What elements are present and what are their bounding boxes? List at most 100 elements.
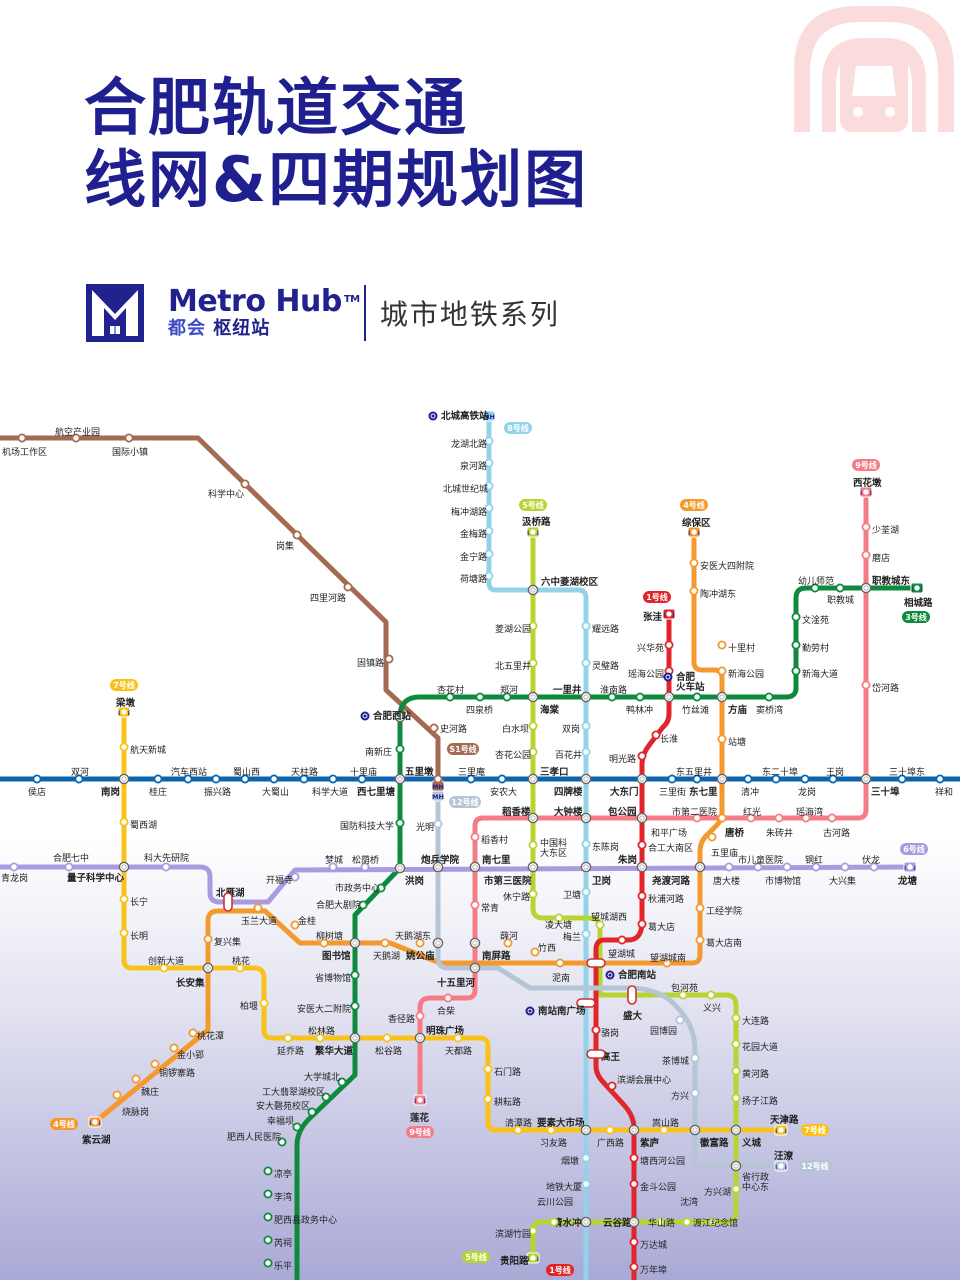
station[interactable]: 泉河路 [460, 458, 494, 472]
station[interactable]: 陶冲湖东 [689, 586, 736, 600]
station[interactable]: 梅兰 [563, 929, 591, 943]
station[interactable]: 天鹅湖东 [395, 930, 431, 942]
station[interactable]: 航天新城 [119, 742, 166, 756]
station[interactable]: 开福寺 [266, 872, 300, 886]
station[interactable]: 瑶海湾 [796, 806, 823, 823]
station[interactable]: 三十埠东 [889, 766, 925, 784]
station[interactable]: 松林路 [308, 1025, 335, 1043]
station[interactable]: 青龙岗 [1, 862, 28, 884]
station[interactable]: 量子科学中心 [67, 872, 125, 884]
station[interactable]: 蜀山西 [233, 767, 260, 784]
station[interactable]: 站塘 [717, 734, 746, 748]
station[interactable]: 地铁大厦 [546, 1179, 591, 1193]
station[interactable]: 大连路 [731, 1013, 769, 1027]
station[interactable]: 五里墩 [405, 766, 443, 784]
station[interactable]: 蜀西湖 [119, 817, 157, 831]
station[interactable]: 花园大道 [731, 1039, 778, 1053]
station[interactable]: 李湾 [263, 1189, 292, 1203]
station[interactable]: 少荃湖 [861, 522, 899, 536]
station[interactable]: 四泉桥 [466, 692, 493, 716]
station[interactable]: 红光 [743, 806, 761, 823]
station[interactable]: 合柴 [437, 993, 455, 1017]
station[interactable]: 勤劳村 [791, 640, 829, 654]
station[interactable]: 凉亭 [263, 1166, 292, 1180]
station[interactable]: 方兴 [671, 1088, 700, 1102]
station[interactable]: 包河苑 [671, 982, 698, 1000]
station[interactable]: 常青 [470, 900, 499, 914]
station[interactable]: 石门路 [483, 1064, 521, 1078]
station[interactable]: 合肥七中 [53, 852, 89, 872]
station[interactable]: 广西路 [597, 1125, 624, 1149]
station[interactable]: 安农大 [490, 774, 517, 798]
station[interactable]: 杏花村 [437, 684, 464, 702]
station[interactable]: 汪潦 [774, 1150, 794, 1171]
station[interactable]: 清潭路 [505, 1117, 532, 1135]
station[interactable]: 塘西河公园 [629, 1153, 685, 1167]
station[interactable]: 长淮 [651, 730, 678, 745]
station[interactable]: 金宁路 [460, 549, 494, 563]
station[interactable]: 嵩山路 [652, 1117, 679, 1135]
station[interactable]: 扬子江路 [731, 1093, 778, 1107]
station[interactable]: 中国科 [528, 837, 567, 850]
station[interactable]: 桃花潭 [188, 1028, 224, 1042]
station[interactable]: 张洼 [643, 609, 674, 623]
station[interactable]: 万达城 [629, 1237, 667, 1251]
station[interactable]: 灵璧路 [581, 658, 619, 672]
station[interactable]: 秋浦河路 [637, 891, 684, 905]
station[interactable]: 天鹅湖 [373, 938, 400, 962]
station[interactable]: 卫塘 [563, 887, 591, 901]
station[interactable]: 望湖城 [608, 935, 635, 960]
station[interactable]: 科学中心 [208, 479, 250, 500]
station[interactable]: 延乔路 [277, 1033, 304, 1057]
station[interactable]: 竹丝滩 [682, 692, 709, 716]
station[interactable]: 桂庄 [149, 774, 167, 798]
station[interactable]: 长宁 [119, 894, 148, 908]
station[interactable]: 大学城北 [304, 1071, 347, 1087]
station[interactable]: 复兴集 [203, 934, 241, 948]
station[interactable]: 窦桥湾 [756, 692, 783, 716]
station[interactable]: 云川公园 [537, 1197, 573, 1227]
station[interactable]: 朱砖井 [766, 813, 793, 839]
station[interactable]: 白水坝 [502, 721, 538, 735]
station[interactable]: 松荫桥 [352, 854, 379, 872]
station[interactable]: 龙塘 [897, 862, 918, 887]
station[interactable]: 莲花 [410, 1095, 430, 1124]
station[interactable]: 柳树塘 [316, 930, 343, 948]
station[interactable]: 工经学院 [695, 903, 742, 917]
station[interactable]: 三里庵 [458, 766, 485, 784]
station[interactable]: 安医大二附院 [297, 1001, 360, 1015]
station[interactable]: 兴华苑 [637, 640, 674, 654]
station[interactable]: 汽车西站 [171, 766, 207, 784]
station[interactable]: 和平广场 [651, 827, 687, 839]
station[interactable]: 园博园 [650, 1015, 685, 1037]
station[interactable]: 紫云湖 [82, 1117, 111, 1146]
station[interactable]: 十里庙 [350, 766, 377, 784]
station[interactable]: 大蜀山 [262, 774, 289, 798]
station[interactable]: 滨湖竹园 [495, 1226, 538, 1240]
station[interactable]: 市第三医院 [484, 875, 532, 887]
station[interactable]: 岗集 [276, 530, 302, 552]
station[interactable]: 南新庄 [365, 744, 405, 758]
station[interactable]: 茶博城 [662, 1053, 700, 1067]
station[interactable]: 国际小镇 [112, 433, 148, 458]
station[interactable]: 滨湖会展中心 [607, 1074, 671, 1091]
station[interactable]: 北五里井 [495, 658, 538, 672]
station[interactable]: 东五里井 [676, 766, 712, 784]
station[interactable]: 梅冲湖路 [451, 503, 494, 518]
station[interactable]: 龙岗 [798, 774, 816, 798]
station[interactable]: 合肥大剧院 [316, 899, 368, 911]
station[interactable]: 天柱路 [291, 766, 318, 784]
station[interactable]: 肥西人民医院 [227, 1131, 287, 1147]
station[interactable]: 淮南路 [600, 684, 627, 702]
station[interactable]: 市第二医院 [672, 806, 717, 823]
station[interactable]: 古河路 [823, 813, 850, 839]
station[interactable]: 休宁路 [503, 889, 538, 903]
station[interactable]: 华山路 [648, 1217, 675, 1229]
station[interactable]: 文淦苑 [791, 612, 829, 626]
station[interactable]: 天津路 [770, 1114, 799, 1135]
station[interactable]: 百花井 [555, 747, 591, 761]
station[interactable]: 省行政 [742, 1171, 769, 1183]
station[interactable]: 姚公庙 [405, 938, 435, 962]
station[interactable]: 中心东 [731, 1181, 769, 1194]
